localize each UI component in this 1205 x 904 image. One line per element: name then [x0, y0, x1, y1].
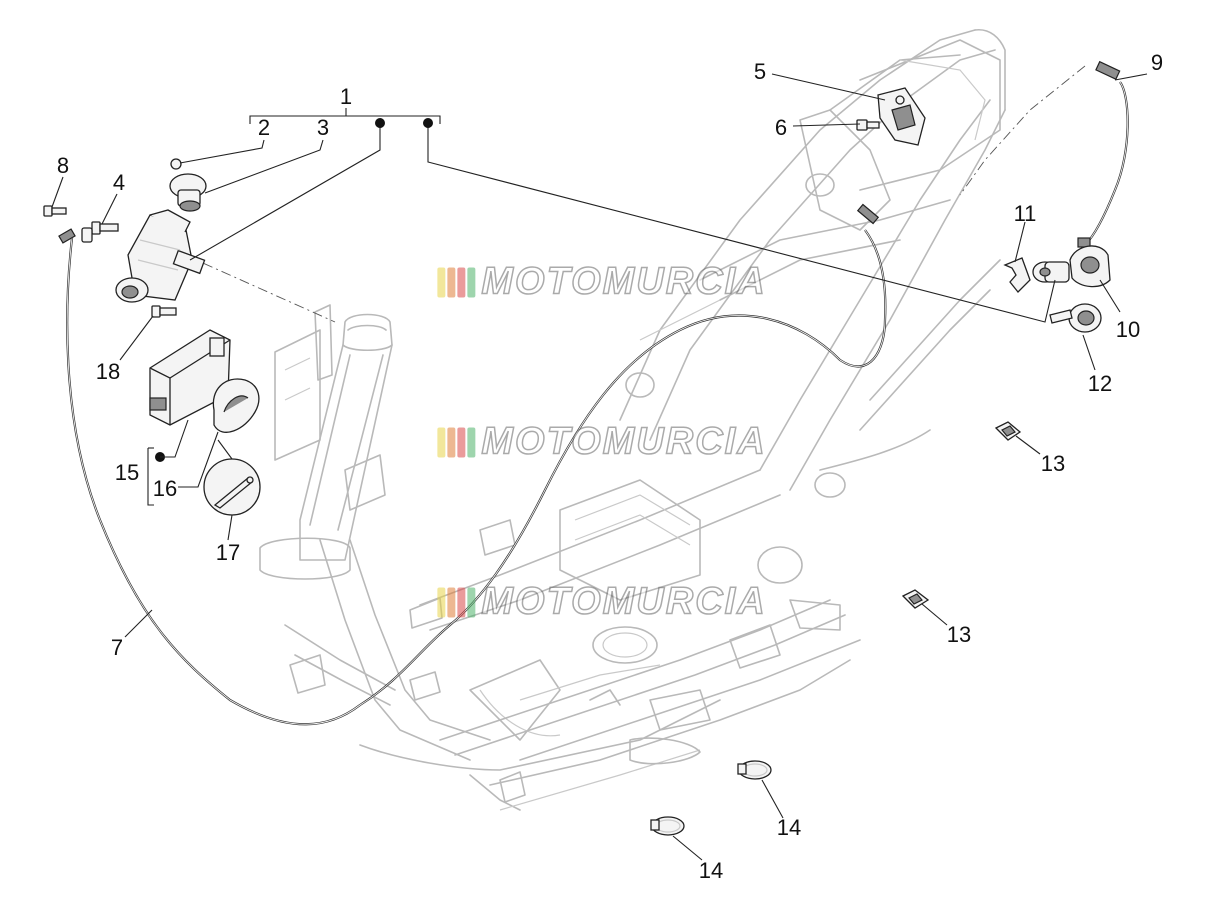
part-6-screw	[856, 119, 880, 131]
part-12-key	[1049, 303, 1102, 333]
part-13-clip-upper	[994, 421, 1022, 441]
part-lock-cylinder	[1032, 261, 1070, 283]
watermark-bottom: MOTOMURCIA	[437, 580, 767, 624]
callout-17: 17	[215, 540, 241, 565]
alignment-lines	[184, 65, 1086, 323]
part-13-clip-lower	[901, 589, 930, 609]
part-10-bezel	[1069, 245, 1111, 288]
part-5-latch	[877, 87, 926, 146]
callout-5: 5	[753, 59, 767, 84]
callout-1: 1	[339, 84, 353, 109]
callout-7: 7	[110, 635, 124, 660]
part-18-screw	[151, 305, 177, 318]
part-8-screw	[43, 205, 67, 217]
callout-13: 13	[946, 622, 972, 647]
callout-8: 8	[56, 153, 70, 178]
watermark-top: MOTOMURCIA	[437, 260, 767, 304]
watermark-text: MOTOMURCIA	[481, 420, 767, 464]
callout-6: 6	[774, 115, 788, 140]
leader-lines	[51, 73, 1148, 861]
callout-12: 12	[1087, 371, 1113, 396]
part-11-clip	[1003, 257, 1031, 293]
watermark-middle: MOTOMURCIA	[437, 420, 767, 464]
callout-15: 15	[114, 460, 140, 485]
part-14-clamp-upper	[737, 760, 772, 780]
part-17-detail	[203, 439, 261, 516]
watermark-flag-icon	[437, 427, 476, 457]
callout-9: 9	[1150, 50, 1164, 75]
callout-10: 10	[1115, 317, 1141, 342]
watermark-flag-icon	[437, 587, 476, 617]
callout-2: 2	[257, 115, 271, 140]
watermark-flag-icon	[437, 267, 476, 297]
part-actuator	[115, 209, 206, 303]
scooter-frame	[259, 28, 1006, 811]
callout-4: 4	[112, 170, 126, 195]
callout-3: 3	[316, 115, 330, 140]
watermark-text: MOTOMURCIA	[481, 580, 767, 624]
callout-16: 16	[152, 476, 178, 501]
part-3-knob	[169, 158, 207, 212]
callout-13: 13	[1040, 451, 1066, 476]
part-4-pin	[81, 221, 119, 243]
callout-11: 11	[1013, 201, 1037, 226]
callout-14: 14	[776, 815, 802, 840]
callout-14: 14	[698, 858, 724, 883]
part-16-strap	[212, 378, 260, 433]
part-14-clamp-lower	[650, 816, 685, 836]
part-15-control-unit	[149, 329, 231, 426]
watermark-text: MOTOMURCIA	[481, 260, 767, 304]
callout-18: 18	[95, 359, 121, 384]
